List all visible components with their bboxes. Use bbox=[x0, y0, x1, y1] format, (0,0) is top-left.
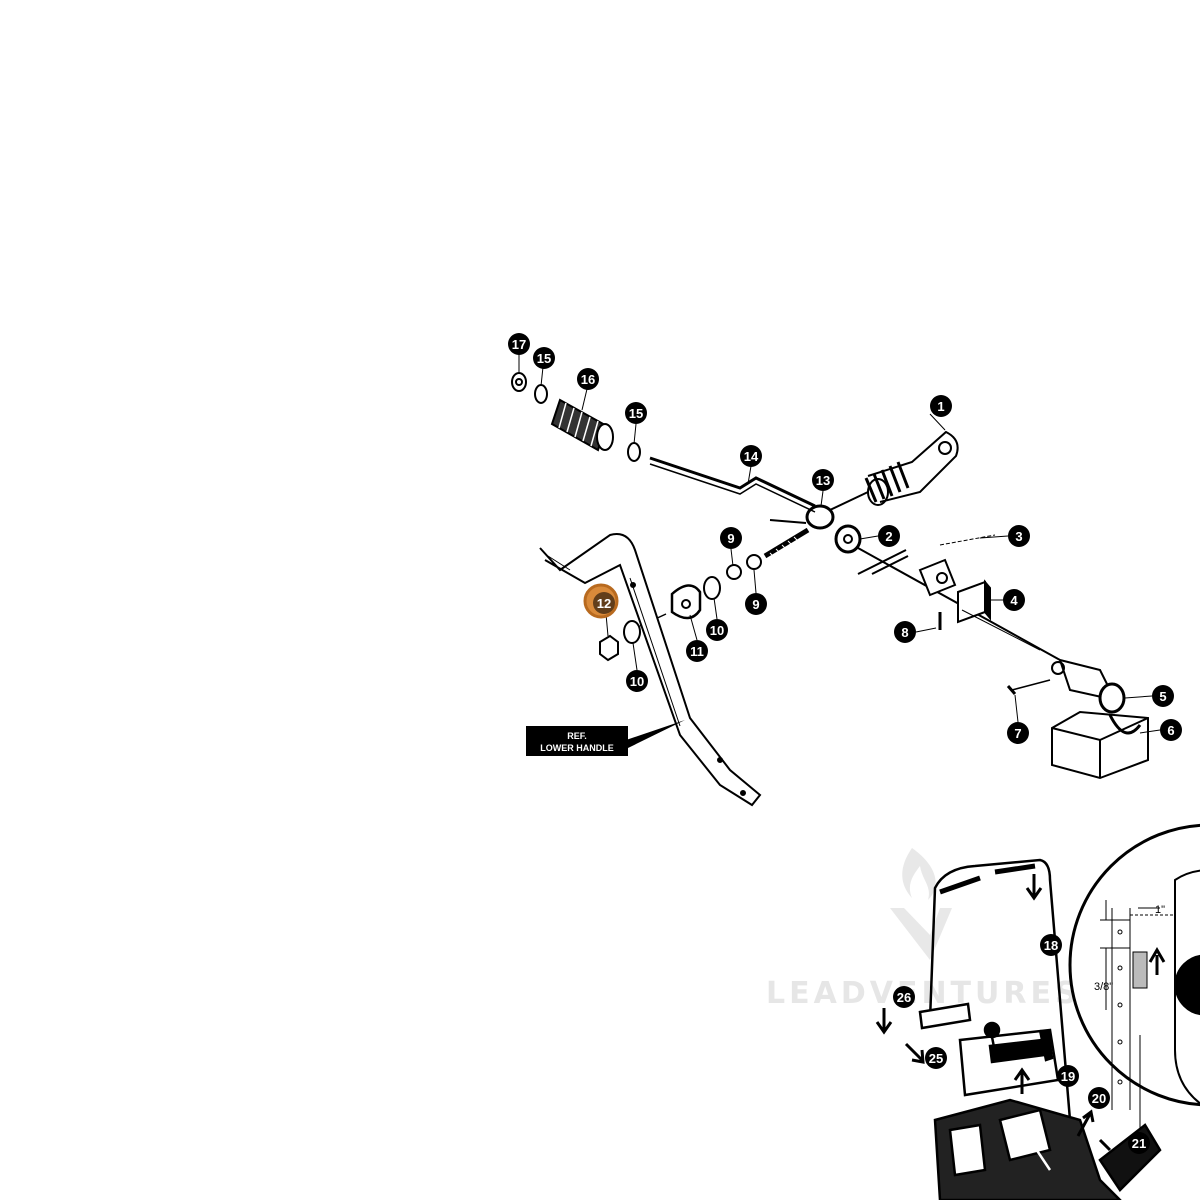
svg-text:13: 13 bbox=[816, 473, 830, 488]
svg-text:11: 11 bbox=[690, 644, 704, 659]
svg-text:14: 14 bbox=[744, 449, 759, 464]
svg-text:16: 16 bbox=[581, 372, 595, 387]
callout-15b: 15 bbox=[625, 402, 647, 424]
eyebolt-part-13 bbox=[805, 504, 835, 530]
rod-part-14 bbox=[649, 456, 816, 508]
svg-text:20: 20 bbox=[1092, 1091, 1106, 1106]
callout-17: 17 bbox=[508, 333, 530, 355]
arrow-19-icon bbox=[1013, 1067, 1031, 1094]
linkage-assembly bbox=[511, 372, 1149, 780]
detail-inset: 1" 3/8" bbox=[1068, 823, 1200, 1130]
bracket-part-4 bbox=[918, 558, 1041, 651]
dim-side-text: 3/8" bbox=[1094, 981, 1113, 993]
ref-lower-handle-label: REF. LOWER HANDLE bbox=[526, 720, 685, 756]
callout-13: 13 bbox=[812, 469, 834, 491]
arrow-25-icon bbox=[904, 1042, 925, 1064]
svg-text:5: 5 bbox=[1159, 689, 1166, 704]
watermark-text: LEADVENTURES bbox=[766, 976, 1081, 1011]
callout-12-highlighted[interactable]: 12 bbox=[583, 583, 619, 619]
nut-part-12 bbox=[599, 634, 619, 662]
arm-part-1 bbox=[864, 430, 959, 506]
callout-7: 7 bbox=[1007, 722, 1029, 744]
washer-part-17 bbox=[511, 372, 527, 392]
callout-21: 21 bbox=[1128, 1132, 1150, 1154]
svg-text:17: 17 bbox=[512, 337, 526, 352]
cable-end-part-5 bbox=[1051, 658, 1126, 714]
callout-6: 6 bbox=[1160, 719, 1182, 741]
svg-text:15: 15 bbox=[537, 351, 551, 366]
svg-text:19: 19 bbox=[1061, 1069, 1075, 1084]
callout-20: 20 bbox=[1088, 1087, 1110, 1109]
svg-text:26: 26 bbox=[897, 990, 911, 1005]
svg-text:9: 9 bbox=[727, 531, 734, 546]
callout-9b: 9 bbox=[745, 593, 767, 615]
svg-text:25: 25 bbox=[929, 1051, 943, 1066]
svg-text:15: 15 bbox=[629, 406, 643, 421]
washer-part-15a bbox=[534, 384, 548, 404]
callout-5: 5 bbox=[1152, 685, 1174, 707]
svg-text:4: 4 bbox=[1010, 593, 1018, 608]
callout-15a: 15 bbox=[533, 347, 555, 369]
grip-part-16 bbox=[550, 398, 614, 452]
callout-9a: 9 bbox=[720, 527, 742, 549]
svg-text:10: 10 bbox=[710, 623, 724, 638]
arrow-26-icon bbox=[875, 1008, 893, 1035]
nut-part-9b bbox=[746, 554, 762, 570]
callout-1: 1 bbox=[930, 395, 952, 417]
block-part-6 bbox=[1051, 710, 1149, 780]
callout-16: 16 bbox=[577, 368, 599, 390]
callout-3: 3 bbox=[1008, 525, 1030, 547]
svg-text:10: 10 bbox=[630, 674, 644, 689]
callouts: 17 15 16 15 1 14 13 2 3 9 9 12 10 11 10 … bbox=[508, 333, 1182, 1154]
callout-4: 4 bbox=[1003, 589, 1025, 611]
svg-text:9: 9 bbox=[752, 597, 759, 612]
callout-19: 19 bbox=[1057, 1065, 1079, 1087]
svg-text:18: 18 bbox=[1044, 938, 1058, 953]
arrow-20-icon bbox=[1076, 1109, 1095, 1137]
watermark-v-icon bbox=[890, 908, 952, 960]
svg-text:12: 12 bbox=[597, 596, 611, 611]
callout-18: 18 bbox=[1040, 934, 1062, 956]
callout-2: 2 bbox=[878, 525, 900, 547]
washer-part-10b bbox=[623, 620, 641, 644]
callout-8: 8 bbox=[894, 621, 916, 643]
pin-part-7 bbox=[1011, 679, 1051, 691]
svg-text:1: 1 bbox=[937, 399, 944, 414]
svg-text:2: 2 bbox=[885, 529, 892, 544]
washer-part-10a bbox=[703, 576, 721, 600]
callout-10b: 10 bbox=[626, 670, 648, 692]
callout-10a: 10 bbox=[706, 619, 728, 641]
callout-25: 25 bbox=[925, 1047, 947, 1069]
washer-part-15b bbox=[627, 442, 641, 462]
arrow-18-icon bbox=[1025, 874, 1043, 901]
lower-handle bbox=[539, 533, 762, 807]
watermark: LEADVENTURES bbox=[766, 848, 1081, 1011]
callout-14: 14 bbox=[740, 445, 762, 467]
nut-part-9a bbox=[726, 564, 742, 580]
watermark-flame-icon bbox=[902, 848, 936, 900]
dim-top-text: 1" bbox=[1155, 904, 1165, 916]
svg-text:21: 21 bbox=[1132, 1136, 1146, 1151]
svg-text:3: 3 bbox=[1015, 529, 1022, 544]
leader-lines bbox=[518, 353, 1161, 734]
threaded-rod bbox=[763, 527, 810, 559]
svg-text:8: 8 bbox=[901, 625, 908, 640]
ref-label-line1: REF. bbox=[567, 731, 587, 741]
svg-text:6: 6 bbox=[1167, 723, 1174, 738]
svg-text:7: 7 bbox=[1014, 726, 1021, 741]
ref-label-line2: LOWER HANDLE bbox=[540, 743, 614, 753]
spacer-part-2 bbox=[834, 524, 862, 554]
callout-11: 11 bbox=[686, 640, 708, 662]
pivot-part-11 bbox=[670, 584, 702, 620]
callout-26: 26 bbox=[893, 986, 915, 1008]
